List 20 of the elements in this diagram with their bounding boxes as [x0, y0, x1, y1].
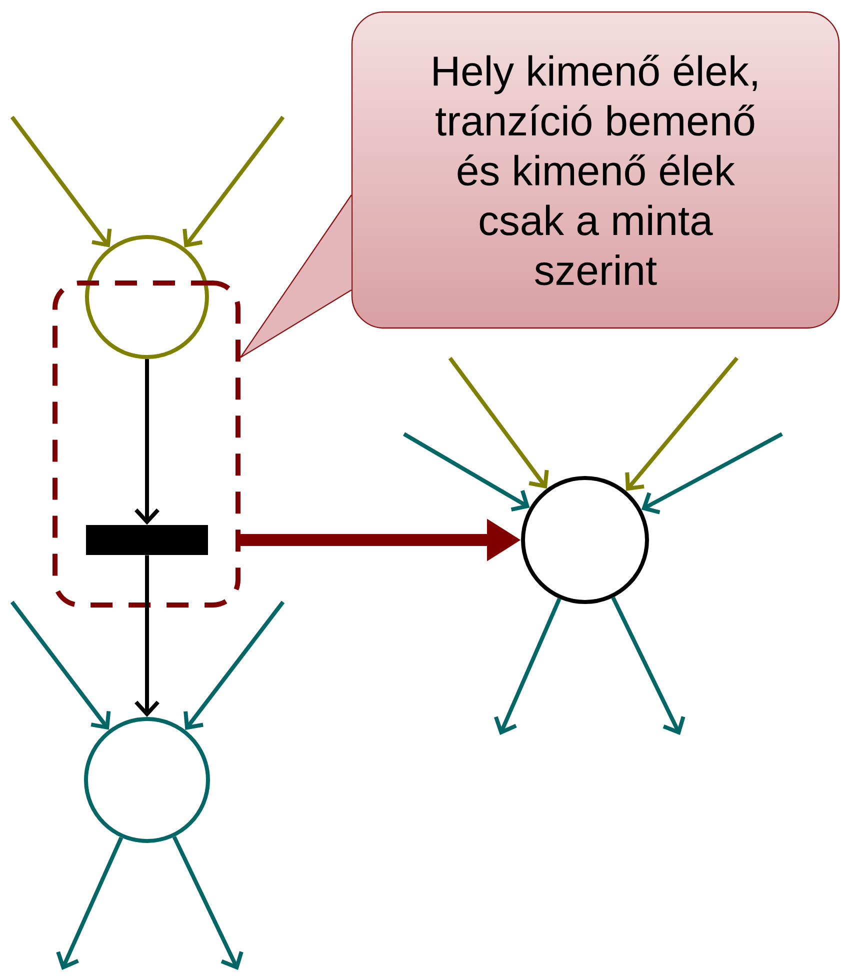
arc-arrow	[402, 432, 530, 512]
arc-arrow	[56, 836, 124, 970]
callout-bubble: Hely kimenő élek, tranzíció bemenő és kimenő élek csak a minta szerint	[351, 11, 840, 329]
arc-arrow	[641, 432, 783, 514]
arc-arrow	[134, 555, 160, 717]
arc-arrow	[10, 116, 112, 248]
arc-arrow	[10, 600, 111, 730]
arc-arrow	[448, 356, 549, 489]
arc-arrow	[625, 356, 739, 491]
dashed-frame	[52, 280, 240, 608]
place-circle	[84, 717, 210, 843]
arc-arrow	[494, 598, 562, 735]
arc-arrow	[134, 359, 160, 525]
arc-arrow	[182, 116, 285, 248]
place-circle	[85, 235, 209, 359]
place-circle	[521, 476, 649, 604]
arc-arrow	[172, 836, 244, 970]
transition-bar	[86, 525, 208, 555]
arc-arrow	[611, 596, 686, 735]
arc-arrow	[184, 600, 285, 730]
